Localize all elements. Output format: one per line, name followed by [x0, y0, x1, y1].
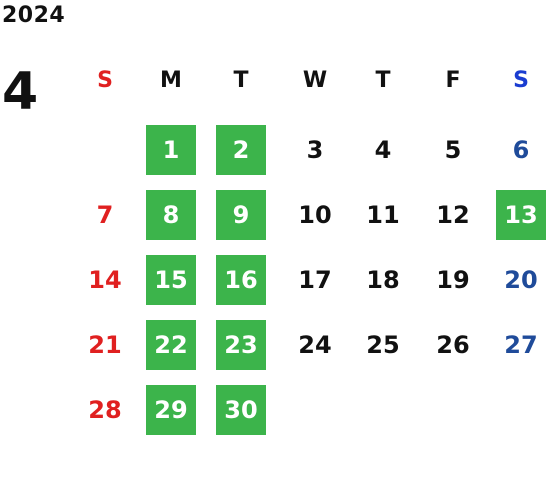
day-cell-29: 29: [146, 385, 196, 435]
day-cell-2: 2: [216, 125, 266, 175]
day-cell-18: 18: [366, 266, 400, 294]
day-cell-12: 12: [436, 201, 470, 229]
month-number: 4: [2, 62, 39, 122]
day-cell-20: 20: [504, 266, 538, 294]
day-cell-24: 24: [298, 331, 332, 359]
day-cell-7: 7: [96, 201, 114, 229]
weekday-header-sat: S: [513, 68, 529, 93]
day-cell-17: 17: [298, 266, 332, 294]
day-cell-25: 25: [366, 331, 400, 359]
day-cell-8: 8: [146, 190, 196, 240]
day-cell-26: 26: [436, 331, 470, 359]
day-cell-27: 27: [504, 331, 538, 359]
day-cell-10: 10: [298, 201, 332, 229]
day-cell-19: 19: [436, 266, 470, 294]
day-cell-11: 11: [366, 201, 400, 229]
day-cell-23: 23: [216, 320, 266, 370]
day-cell-4: 4: [374, 136, 392, 164]
day-cell-15: 15: [146, 255, 196, 305]
day-cell-22: 22: [146, 320, 196, 370]
day-cell-6: 6: [512, 136, 530, 164]
day-cell-16: 16: [216, 255, 266, 305]
weekday-header-tue: T: [233, 68, 249, 93]
year-label: 2024: [2, 3, 66, 28]
weekday-header-wed: W: [302, 68, 328, 93]
weekday-header-fri: F: [445, 68, 461, 93]
weekday-header-sun: S: [97, 68, 113, 93]
weekday-header-mon: M: [160, 68, 182, 93]
day-cell-5: 5: [444, 136, 462, 164]
day-cell-1: 1: [146, 125, 196, 175]
day-cell-9: 9: [216, 190, 266, 240]
day-cell-30: 30: [216, 385, 266, 435]
day-cell-13: 13: [496, 190, 546, 240]
weekday-header-thu: T: [375, 68, 391, 93]
day-cell-3: 3: [306, 136, 324, 164]
day-cell-28: 28: [88, 396, 122, 424]
day-cell-21: 21: [88, 331, 122, 359]
day-cell-14: 14: [88, 266, 122, 294]
